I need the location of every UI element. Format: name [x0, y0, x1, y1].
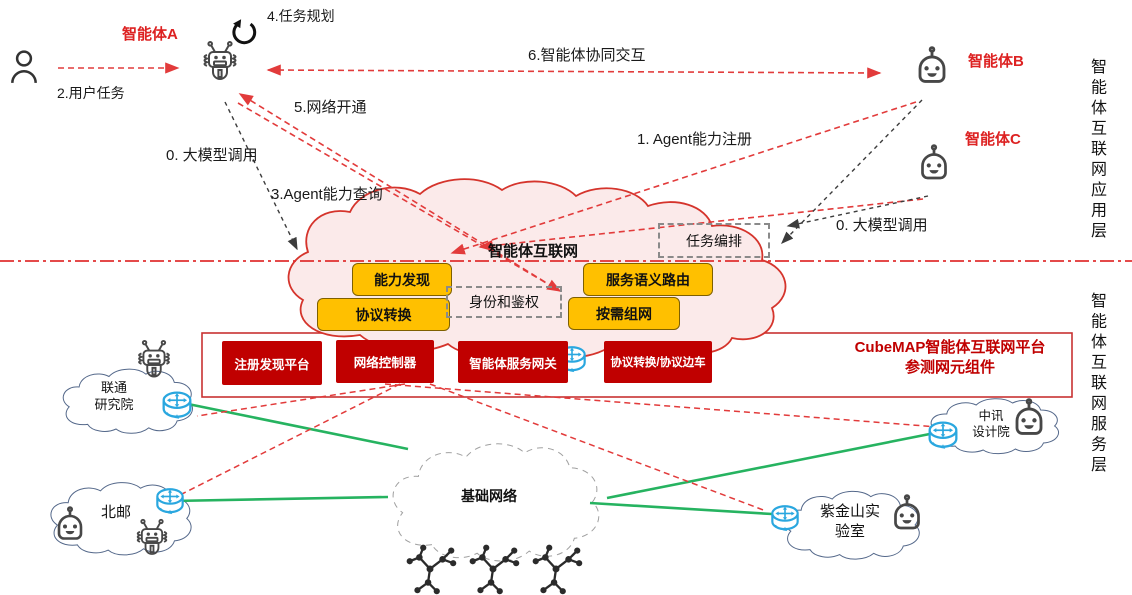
step-task-planning-label: 4.任务规划 [267, 8, 335, 24]
step-llm-call-left-label: 0. 大模型调用 [166, 147, 258, 164]
network-controller-box: 网络控制器 [336, 340, 434, 383]
control-fan-links [175, 383, 939, 512]
application-layer-label: 智能体互联网应用层 [1088, 58, 1105, 243]
task-planning-loop-icon [226, 16, 260, 50]
step-collaboration-label: 6.智能体协同交互 [528, 47, 646, 64]
step-network-provision-label: 5.网络开通 [294, 99, 367, 116]
agent-gateway-box: 智能体服务网关 [458, 341, 568, 383]
agent-b-robot-icon [910, 46, 954, 94]
unicom-router-icon [157, 385, 197, 425]
purple-mountain-robot-icon [886, 494, 928, 540]
network-topology-icon [400, 540, 460, 595]
protocol-sidecar-box: 协议转换/协议边车 [604, 341, 712, 383]
step-user-task-label: 2.用户任务 [57, 85, 125, 101]
unicom-label: 联通 研究院 [94, 380, 134, 412]
step-llm-call-right-label: 0. 大模型调用 [836, 217, 928, 234]
llm-call-arrows [224, 99, 929, 251]
protocol-conversion-box: 协议转换 [317, 298, 450, 331]
network-topology-icon [526, 540, 586, 595]
zhongxun-router-icon [923, 414, 963, 456]
zhongxun-label: 中讯 设计院 [972, 409, 1010, 440]
agent-c-label: 智能体C [965, 131, 1021, 148]
bupt-router-icon [150, 482, 190, 520]
service-layer-label: 智能体互联网服务层 [1088, 292, 1105, 477]
bupt-label: 北邮 [100, 504, 131, 521]
agent-c-robot-icon [913, 144, 955, 190]
registry-platform-box: 注册发现平台 [222, 341, 322, 385]
agent-internet-title: 智能体互联网 [488, 243, 579, 260]
agent-a-label: 智能体A [122, 26, 178, 43]
network-topology-icon [463, 540, 523, 595]
platform-caption: CubeMAP智能体互联网平台 参测网元组件 [854, 339, 1046, 376]
identity-auth-box: 身份和鉴权 [446, 286, 562, 318]
semantic-routing-box: 服务语义路由 [583, 263, 713, 296]
agent-b-label: 智能体B [968, 53, 1024, 70]
step-capability-query-label: 3.Agent能力查询 [271, 186, 383, 203]
step-capability-register-label: 1. Agent能力注册 [637, 131, 753, 148]
bupt-robot-icon [50, 506, 90, 550]
capability-discovery-box: 能力发现 [352, 263, 452, 296]
base-network-label: 基础网络 [461, 488, 517, 504]
purple-mountain-router-icon [764, 499, 806, 537]
user-icon [9, 49, 39, 85]
bupt-antenna-robot-icon [128, 518, 176, 566]
on-demand-network-box: 按需组网 [568, 297, 680, 330]
task-orchestration-box: 任务编排 [658, 223, 770, 258]
purple-mountain-label: 紫金山实 验室 [819, 503, 880, 540]
